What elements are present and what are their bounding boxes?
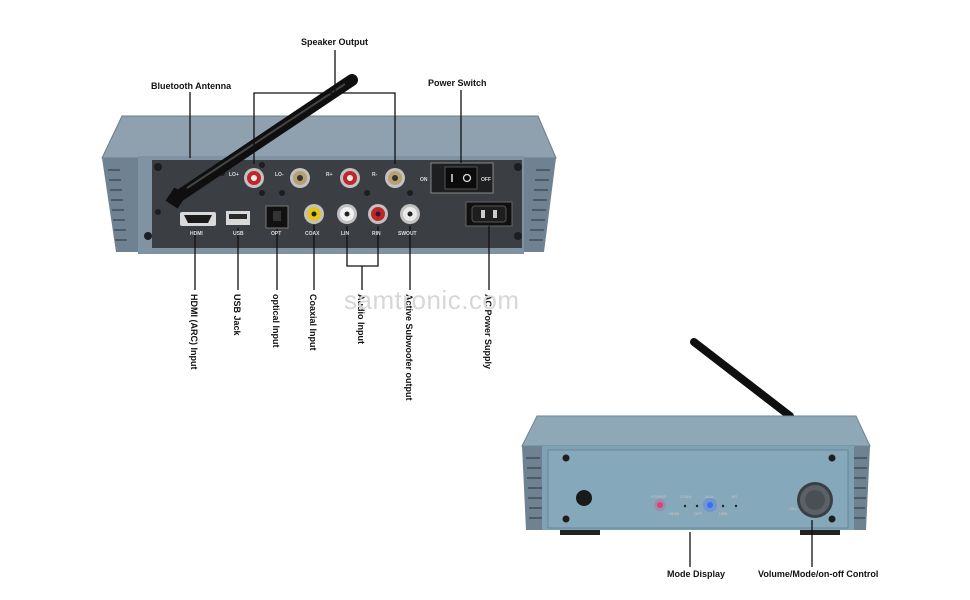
label-lin: LIN: [341, 231, 350, 237]
callout-usb-jack: USB Jack: [232, 294, 242, 336]
label-lo-minus: LO-: [275, 172, 284, 178]
callout-mode-display: Mode Display: [667, 569, 726, 579]
callout-optical-input: optical Input: [271, 294, 281, 348]
callout-power-switch: Power Switch: [428, 78, 487, 88]
label-off: OFF: [481, 177, 491, 183]
label-coax: COAX: [305, 231, 320, 237]
front-label-hdmi: HDMI: [669, 511, 680, 516]
label-opt: OPT: [271, 231, 282, 237]
label-r-plus: R+: [326, 172, 333, 178]
label-rin: RIN: [372, 231, 381, 237]
callout-subwoofer-output: Active Subwoofer output: [404, 294, 414, 401]
label-usb: USB: [233, 231, 244, 237]
bluetooth-antenna-shape: [165, 74, 358, 209]
label-hdmi: HDMI: [190, 231, 203, 237]
callout-coaxial-input: Coaxial Input: [308, 294, 318, 351]
front-label-power: POWER: [651, 494, 667, 499]
front-label-vol: VOL: [789, 506, 798, 511]
callout-speaker-output: Speaker Output: [301, 37, 369, 47]
label-lo-plus: LO+: [229, 172, 239, 178]
callout-ac-power-supply: AC Power Supply: [483, 294, 493, 370]
callout-audio-input: Audio Input: [356, 294, 366, 344]
label-on: ON: [420, 177, 428, 183]
callout-bluetooth-antenna: Bluetooth Antenna: [151, 81, 232, 91]
front-label-bt: BT: [732, 494, 738, 499]
front-label-opt: OPT: [694, 511, 703, 516]
front-label-usb: USB: [719, 511, 728, 516]
callout-hdmi-input: HDMI (ARC) Input: [189, 294, 199, 370]
callout-control-knob: Volume/Mode/on-off Control: [758, 569, 879, 579]
speaker-terminals: [244, 168, 405, 188]
watermark: samtronic.com: [344, 285, 520, 315]
label-swout: SWOUT: [398, 231, 417, 237]
front-label-coax: COAX: [680, 494, 692, 499]
label-r-minus: R-: [372, 172, 378, 178]
front-label-aux: AUX: [705, 494, 714, 499]
